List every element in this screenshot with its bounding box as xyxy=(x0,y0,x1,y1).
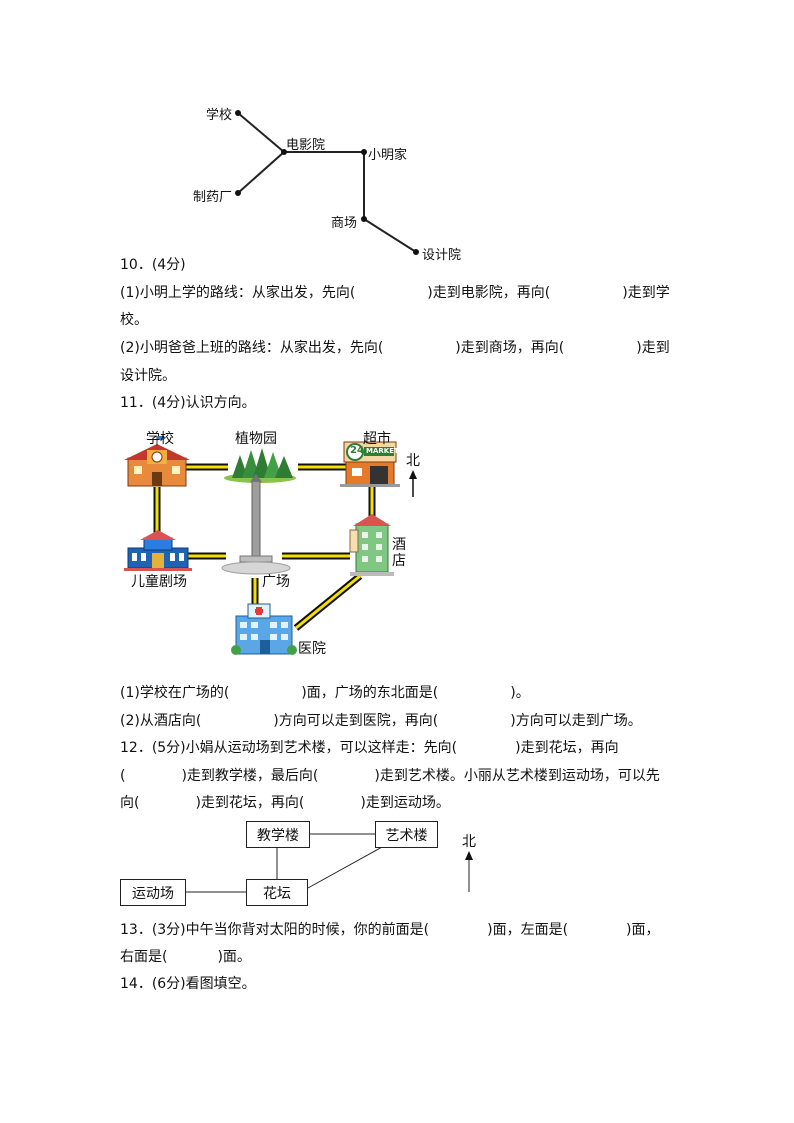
q12-text: )走到花坛，再向( xyxy=(195,795,305,811)
market-sign-word: MARKET xyxy=(366,447,399,455)
theater-building-icon xyxy=(124,530,192,571)
q10-text: )走到 xyxy=(636,340,670,356)
market-sign-number: 24 xyxy=(350,445,364,456)
q12-text: )走到教学楼，最后向( xyxy=(181,768,319,784)
cinema-dot xyxy=(281,149,287,155)
q13-line2: 右面是( )面。 xyxy=(120,947,251,967)
q12-text: 向( xyxy=(120,795,140,811)
q10-line1: (1)小明上学的路线：从家出发，先向( )走到电影院，再向( )走到学 xyxy=(120,283,670,303)
q11-text: (1)学校在广场的( xyxy=(120,685,230,701)
q11-line1: (1)学校在广场的( )面，广场的东北面是( )。 xyxy=(120,683,530,703)
q10-text: )走到学 xyxy=(622,285,670,301)
school-building-icon xyxy=(124,436,190,487)
q11-line2: (2)从酒店向( )方向可以走到医院，再向( )方向可以走到广场。 xyxy=(120,711,642,731)
q11-heading: 11．(4分)认识方向。 xyxy=(120,395,256,411)
q10-heading: 10．(4分) xyxy=(120,257,186,273)
q12-text: 12．(5分)小娟从运动场到艺术楼，可以这样走：先向( xyxy=(120,740,458,756)
town-label-hotel-1: 酒 xyxy=(392,537,406,553)
town-north-label: 北 xyxy=(406,453,420,469)
q10-text: )走到商场，再向( xyxy=(455,340,565,356)
map-label-cinema: 电影院 xyxy=(286,138,326,153)
box-art-building: 艺术楼 xyxy=(375,821,438,848)
q13-line1: 13．(3分)中午当你背对太阳的时候，你的前面是( )面，左面是( )面， xyxy=(120,920,660,940)
town-label-theater: 儿童剧场 xyxy=(131,574,187,590)
q13-text: 13．(3分)中午当你背对太阳的时候，你的前面是( xyxy=(120,922,430,938)
square-monument-icon xyxy=(221,474,291,575)
town-label-hospital: 医院 xyxy=(298,641,326,657)
school-dot xyxy=(235,110,241,116)
campus-north-label: 北 xyxy=(462,834,476,850)
q11-text: (2)从酒店向( xyxy=(120,713,202,729)
q13-text: )面。 xyxy=(217,949,251,965)
supermarket-icon xyxy=(340,441,400,487)
home-dot xyxy=(361,149,367,155)
route-map-diagram xyxy=(235,110,419,255)
q10-line3: (2)小明爸爸上班的路线：从家出发，先向( )走到商场，再向( )走到 xyxy=(120,338,670,358)
q11-text: )方向可以走到医院，再向( xyxy=(273,713,439,729)
q12-text: )走到艺术楼。小丽从艺术楼到运动场，可以先 xyxy=(374,768,660,784)
q10-text: (2)小明爸爸上班的路线：从家出发，先向( xyxy=(120,340,384,356)
town-label-square: 广场 xyxy=(262,574,290,590)
q10-line2: 校。 xyxy=(120,312,148,328)
q12-text: )走到花坛，再向 xyxy=(515,740,619,756)
town-label-hotel-2: 店 xyxy=(392,553,406,569)
q10-line4: 设计院。 xyxy=(120,368,176,384)
box-teaching-building: 教学楼 xyxy=(246,821,310,848)
q13-text: 右面是( xyxy=(120,949,168,965)
town-label-garden: 植物园 xyxy=(235,431,277,447)
q13-text: )面， xyxy=(626,922,660,938)
hotel-building-icon xyxy=(349,514,394,576)
q10-text: )走到电影院，再向( xyxy=(427,285,551,301)
q12-line2: ( )走到教学楼，最后向( )走到艺术楼。小丽从艺术楼到运动场，可以先 xyxy=(120,766,660,786)
institute-dot xyxy=(413,249,419,255)
q12-line3: 向( )走到花坛，再向( )走到运动场。 xyxy=(120,793,450,813)
map-label-institute: 设计院 xyxy=(422,248,462,263)
box-flower-bed: 花坛 xyxy=(246,879,308,906)
map-label-mall: 商场 xyxy=(331,216,358,231)
map-label-factory: 制药厂 xyxy=(193,190,233,205)
q12-text: ( xyxy=(120,768,126,784)
q12-line1: 12．(5分)小娟从运动场到艺术楼，可以这样走：先向( )走到花坛，再向 xyxy=(120,738,619,758)
hospital-building-icon xyxy=(231,603,297,655)
q11-text: )。 xyxy=(510,685,530,701)
factory-dot xyxy=(235,190,241,196)
q14-heading: 14．(6分)看图填空。 xyxy=(120,976,256,992)
town-label-school: 学校 xyxy=(146,431,174,447)
q11-text: )面，广场的东北面是( xyxy=(301,685,439,701)
map-label-school: 学校 xyxy=(206,108,233,123)
map-label-home: 小明家 xyxy=(368,148,408,163)
q12-text: )走到运动场。 xyxy=(360,795,450,811)
q11-text: )方向可以走到广场。 xyxy=(510,713,642,729)
q10-text: (1)小明上学的路线：从家出发，先向( xyxy=(120,285,356,301)
garden-trees-icon xyxy=(224,448,296,483)
box-sports-field: 运动场 xyxy=(120,879,186,906)
mall-dot xyxy=(361,216,367,222)
town-label-market: 超市 xyxy=(363,431,391,447)
q13-text: )面，左面是( xyxy=(487,922,569,938)
